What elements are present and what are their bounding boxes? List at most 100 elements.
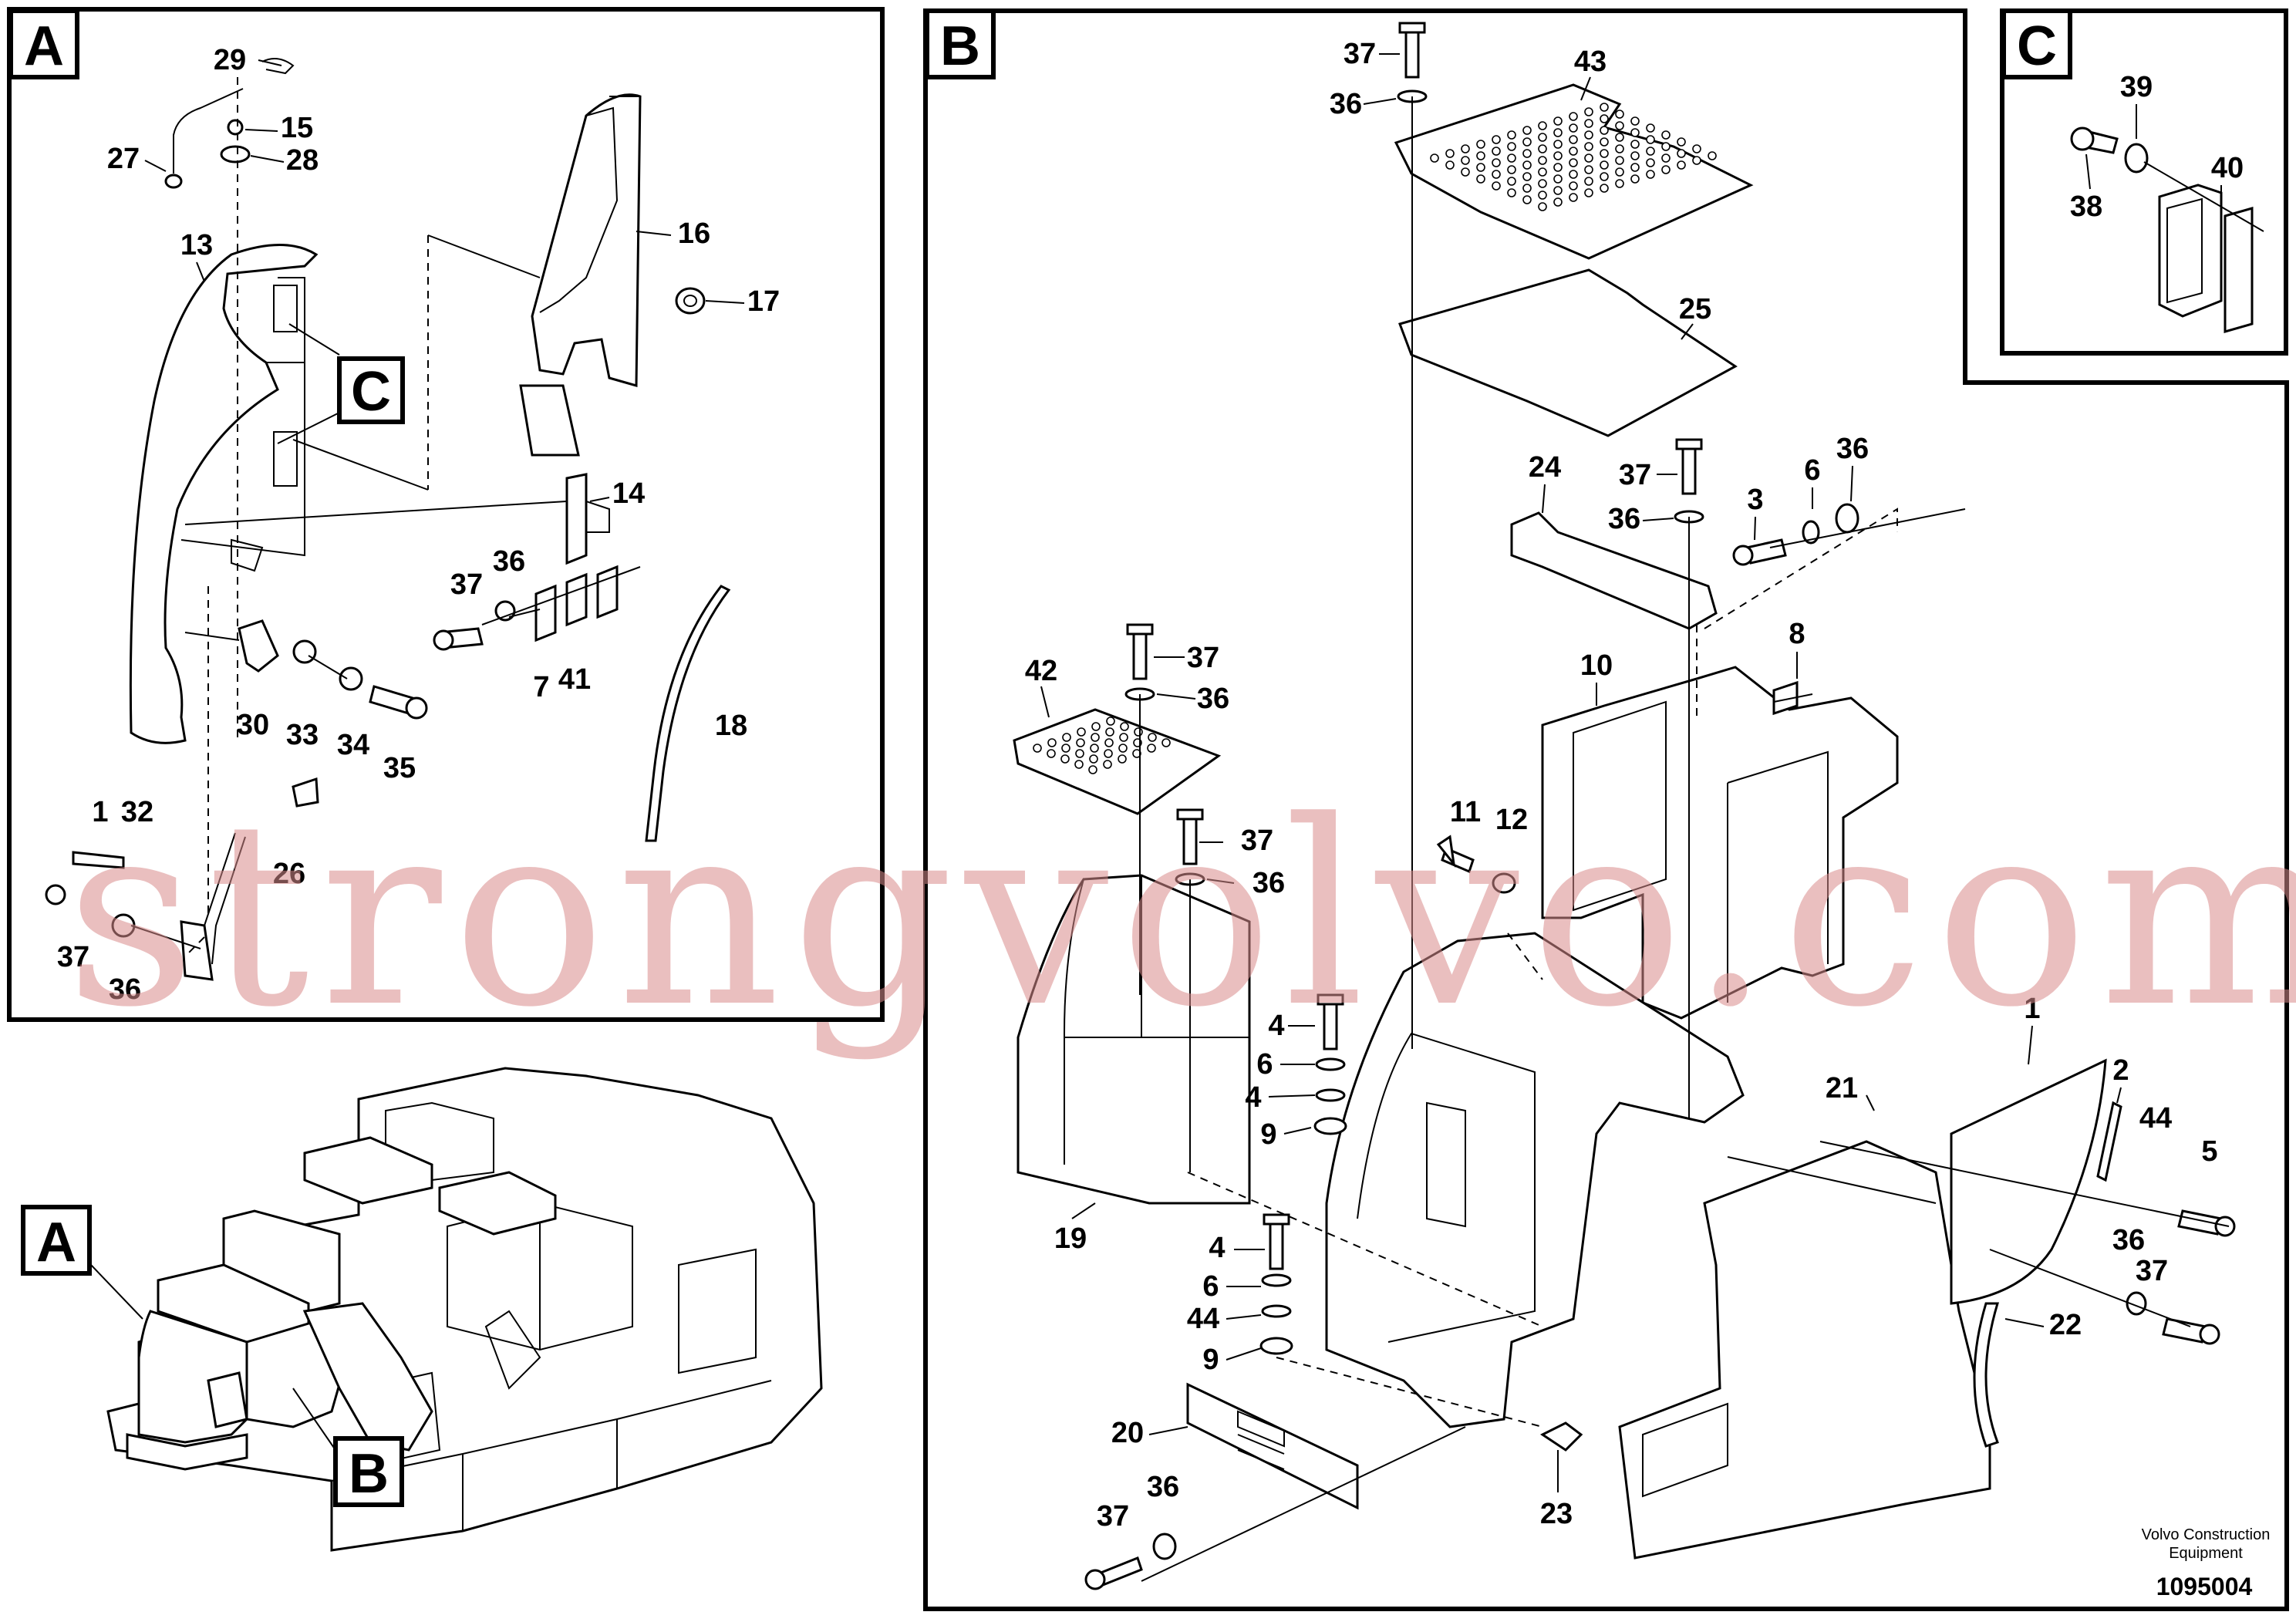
callout-a-15: 15 <box>281 112 313 144</box>
doc-number: 1095004 <box>2156 1573 2253 1600</box>
callout-b-5: 5 <box>2201 1135 2217 1168</box>
caption-line2: Equipment <box>2169 1545 2243 1562</box>
callout-b-36e: 36 <box>1253 867 1285 899</box>
seal-strip-18 <box>645 585 731 842</box>
panel-a-frame <box>7 7 885 1022</box>
callout-b-36g: 36 <box>1147 1471 1179 1503</box>
washer-34 <box>339 666 363 691</box>
callout-b-3: 3 <box>1747 484 1763 516</box>
cover-plate-20 <box>1186 1382 1359 1510</box>
washer-36-b <box>111 913 136 938</box>
badge-b: B <box>925 8 996 79</box>
washer-36-a <box>494 600 516 622</box>
callout-b-36c: 36 <box>1836 433 1869 465</box>
panel-b-frame <box>923 8 2289 1611</box>
washer-33 <box>292 639 317 664</box>
callout-b-43: 43 <box>1574 46 1607 78</box>
callout-b-44b: 44 <box>1187 1303 1219 1335</box>
badge-c-label: C <box>2017 15 2057 77</box>
overview-badge-a: A <box>21 1205 143 1320</box>
callout-a-29: 29 <box>214 44 246 76</box>
callout-a-28: 28 <box>286 144 319 177</box>
plate-42-holes <box>1033 717 1171 774</box>
overview-badge-b-label: B <box>349 1443 389 1505</box>
callout-b-1: 1 <box>2024 993 2040 1025</box>
callout-b-9: 9 <box>1260 1118 1276 1151</box>
latch-30 <box>238 619 279 673</box>
plate-7 <box>534 584 557 642</box>
arch-cover-1 <box>1950 1058 2107 1305</box>
callout-b-36d: 36 <box>1197 683 1229 715</box>
callout-b-37b: 37 <box>1619 459 1651 491</box>
bolt-37-b <box>45 884 66 905</box>
panel-a-c-ref: C <box>351 361 391 423</box>
callout-a-14: 14 <box>612 477 645 510</box>
plate-43-holes <box>1430 103 1717 211</box>
callout-a-30: 30 <box>237 709 269 741</box>
callout-b-6b: 6 <box>1256 1048 1273 1081</box>
callout-b-36b: 36 <box>1608 503 1640 535</box>
callout-b-36f: 36 <box>2112 1224 2145 1256</box>
badge-a-label: A <box>24 15 64 77</box>
panel-a-drawing: C <box>45 58 731 981</box>
nut-15 <box>227 119 244 136</box>
overview-badge-a-label: A <box>36 1212 76 1273</box>
seal-strip-2 <box>2096 1101 2122 1182</box>
callout-b-4c: 4 <box>1209 1232 1225 1264</box>
callout-b-37c: 37 <box>1187 642 1219 674</box>
panel-a-callouts: 29 15 27 28 13 16 17 14 37 36 7 41 30 33… <box>57 44 780 1006</box>
callout-b-9b: 9 <box>1202 1344 1219 1376</box>
callout-b-6c: 6 <box>1202 1270 1219 1303</box>
callout-b-37f: 37 <box>1097 1500 1129 1533</box>
callout-b-42: 42 <box>1025 655 1057 687</box>
callout-c-39: 39 <box>2120 71 2153 103</box>
callout-c-40: 40 <box>2211 152 2244 184</box>
callout-b-37e: 37 <box>2136 1255 2168 1287</box>
callout-a-35: 35 <box>383 752 416 784</box>
callout-b-22: 22 <box>2049 1309 2082 1341</box>
callout-a-7: 7 <box>533 671 549 703</box>
washer-28 <box>220 145 251 164</box>
callout-a-32: 32 <box>121 796 153 828</box>
callout-b-25: 25 <box>1679 293 1711 325</box>
callout-c-38: 38 <box>2070 191 2102 223</box>
badge-c: C <box>2001 8 2072 79</box>
callout-b-36: 36 <box>1330 88 1362 120</box>
callout-a-26: 26 <box>273 858 305 890</box>
upper-frame-10 <box>1541 666 1899 1020</box>
callout-a-41: 41 <box>558 663 591 696</box>
callout-a-33: 33 <box>286 719 319 751</box>
latch-23 <box>1540 1421 1583 1452</box>
callout-b-37d: 37 <box>1241 824 1273 857</box>
callout-a-1: 1 <box>92 796 108 828</box>
callout-a-13: 13 <box>180 229 213 261</box>
callout-b-37: 37 <box>1344 38 1376 70</box>
callout-b-10: 10 <box>1580 649 1613 682</box>
callout-a-37: 37 <box>450 568 483 601</box>
fender-box-19 <box>1017 874 1251 1205</box>
callout-b-6: 6 <box>1804 454 1820 487</box>
badge-a: A <box>8 8 79 79</box>
callout-b-11: 11 <box>1450 796 1481 828</box>
panel-c-drawing: 39 38 40 <box>2070 71 2264 333</box>
callout-b-23: 23 <box>1540 1498 1573 1530</box>
callout-b-44: 44 <box>2139 1102 2172 1135</box>
callout-b-21: 21 <box>1826 1072 1858 1104</box>
callout-a-18: 18 <box>715 710 747 742</box>
pillar-cover-16 <box>531 93 642 387</box>
flat-plate-25 <box>1398 268 1738 437</box>
callout-b-19: 19 <box>1054 1222 1087 1255</box>
callout-a-27: 27 <box>107 143 140 175</box>
machine-overview <box>106 1067 823 1552</box>
watermark: strongvolvo.com <box>66 767 2296 1063</box>
callout-b-20: 20 <box>1111 1417 1144 1449</box>
hinge-plate-40 <box>2158 184 2223 318</box>
callout-a-17: 17 <box>747 285 780 318</box>
caption-line1: Volvo Construction <box>2142 1526 2271 1543</box>
side-panel-21 <box>1618 1140 1991 1560</box>
callout-a-37b: 37 <box>57 941 89 973</box>
callout-a-36: 36 <box>493 545 525 578</box>
bracket-24 <box>1510 511 1718 630</box>
pin-27 <box>173 88 244 174</box>
